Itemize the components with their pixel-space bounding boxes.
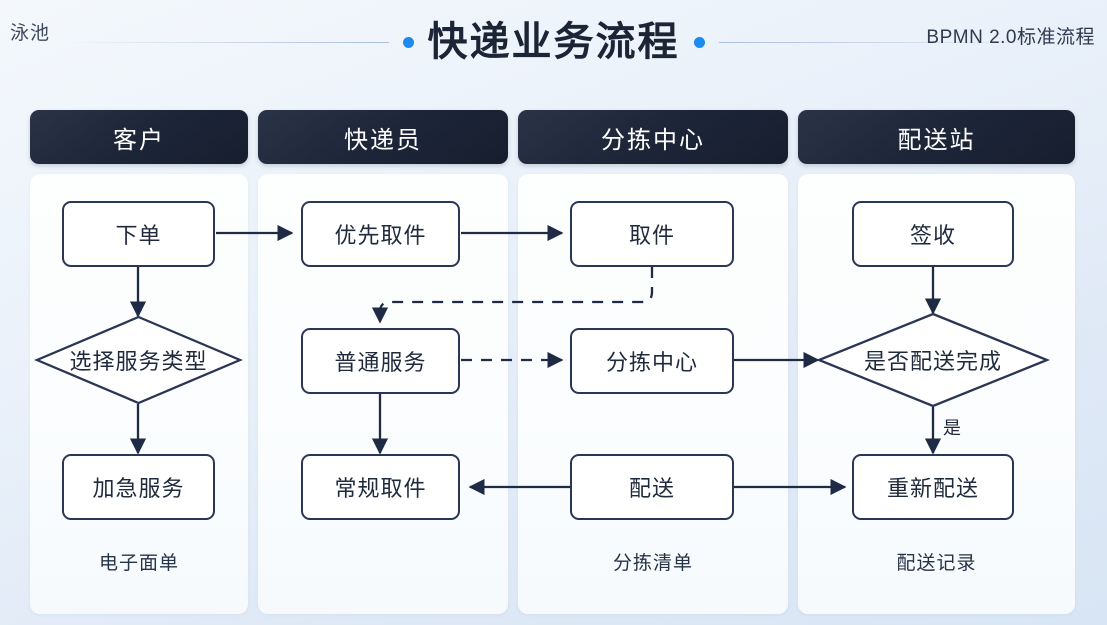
node-regular-pickup[interactable]: 常规取件: [301, 454, 460, 520]
page-title: 快递业务流程: [427, 20, 680, 64]
title-dot-left-icon: [402, 36, 414, 48]
node-select-service-type[interactable]: 选择服务类型: [34, 315, 243, 405]
lane-header-label: 配送站: [897, 126, 976, 154]
title-dot-right-icon: [693, 36, 705, 48]
node-label: 普通服务: [334, 350, 427, 375]
node-sign-receipt[interactable]: 签收: [852, 201, 1014, 267]
lane-header-label: 分拣中心: [601, 126, 705, 154]
lane-header-customer[interactable]: 客户: [30, 110, 248, 164]
lane-header-courier[interactable]: 快递员: [258, 110, 508, 164]
pool-label: 泳池: [10, 23, 51, 44]
title-rule-left: [58, 41, 389, 43]
node-label: 签收: [909, 223, 956, 248]
node-delivery-complete-decision[interactable]: 是否配送完成: [815, 312, 1051, 408]
lane-caption-station: 配送记录: [896, 553, 977, 574]
node-label: 优先取件: [334, 223, 427, 248]
node-sorting-center[interactable]: 分拣中心: [570, 328, 734, 394]
node-priority-pickup[interactable]: 优先取件: [301, 201, 460, 267]
node-label: 重新配送: [886, 476, 979, 501]
lane-header-label: 快递员: [344, 126, 422, 154]
node-label: 配送: [628, 476, 675, 501]
lane-header-label: 客户: [113, 126, 165, 154]
node-label: 加急服务: [92, 476, 185, 501]
node-express-service[interactable]: 加急服务: [62, 454, 215, 520]
lane-header-station[interactable]: 配送站: [798, 110, 1075, 164]
node-label: 取件: [628, 223, 675, 248]
page-header: 泳池 快递业务流程 BPMN 2.0标准流程: [0, 0, 1107, 96]
node-delivery[interactable]: 配送: [570, 454, 734, 520]
node-redeliver[interactable]: 重新配送: [852, 454, 1014, 520]
node-label: 常规取件: [334, 476, 427, 501]
lane-caption-sorting: 分拣清单: [612, 553, 693, 574]
node-label: 分拣中心: [605, 350, 698, 375]
edge-label-yes: 是: [943, 418, 961, 438]
standard-subtitle: BPMN 2.0标准流程: [926, 27, 1095, 48]
node-standard-service[interactable]: 普通服务: [301, 328, 460, 394]
lane-header-sorting[interactable]: 分拣中心: [518, 110, 788, 164]
node-place-order[interactable]: 下单: [62, 201, 215, 267]
node-label: 下单: [115, 223, 162, 248]
lane-caption-customer: 电子面单: [98, 553, 179, 574]
node-pickup[interactable]: 取件: [570, 201, 734, 267]
